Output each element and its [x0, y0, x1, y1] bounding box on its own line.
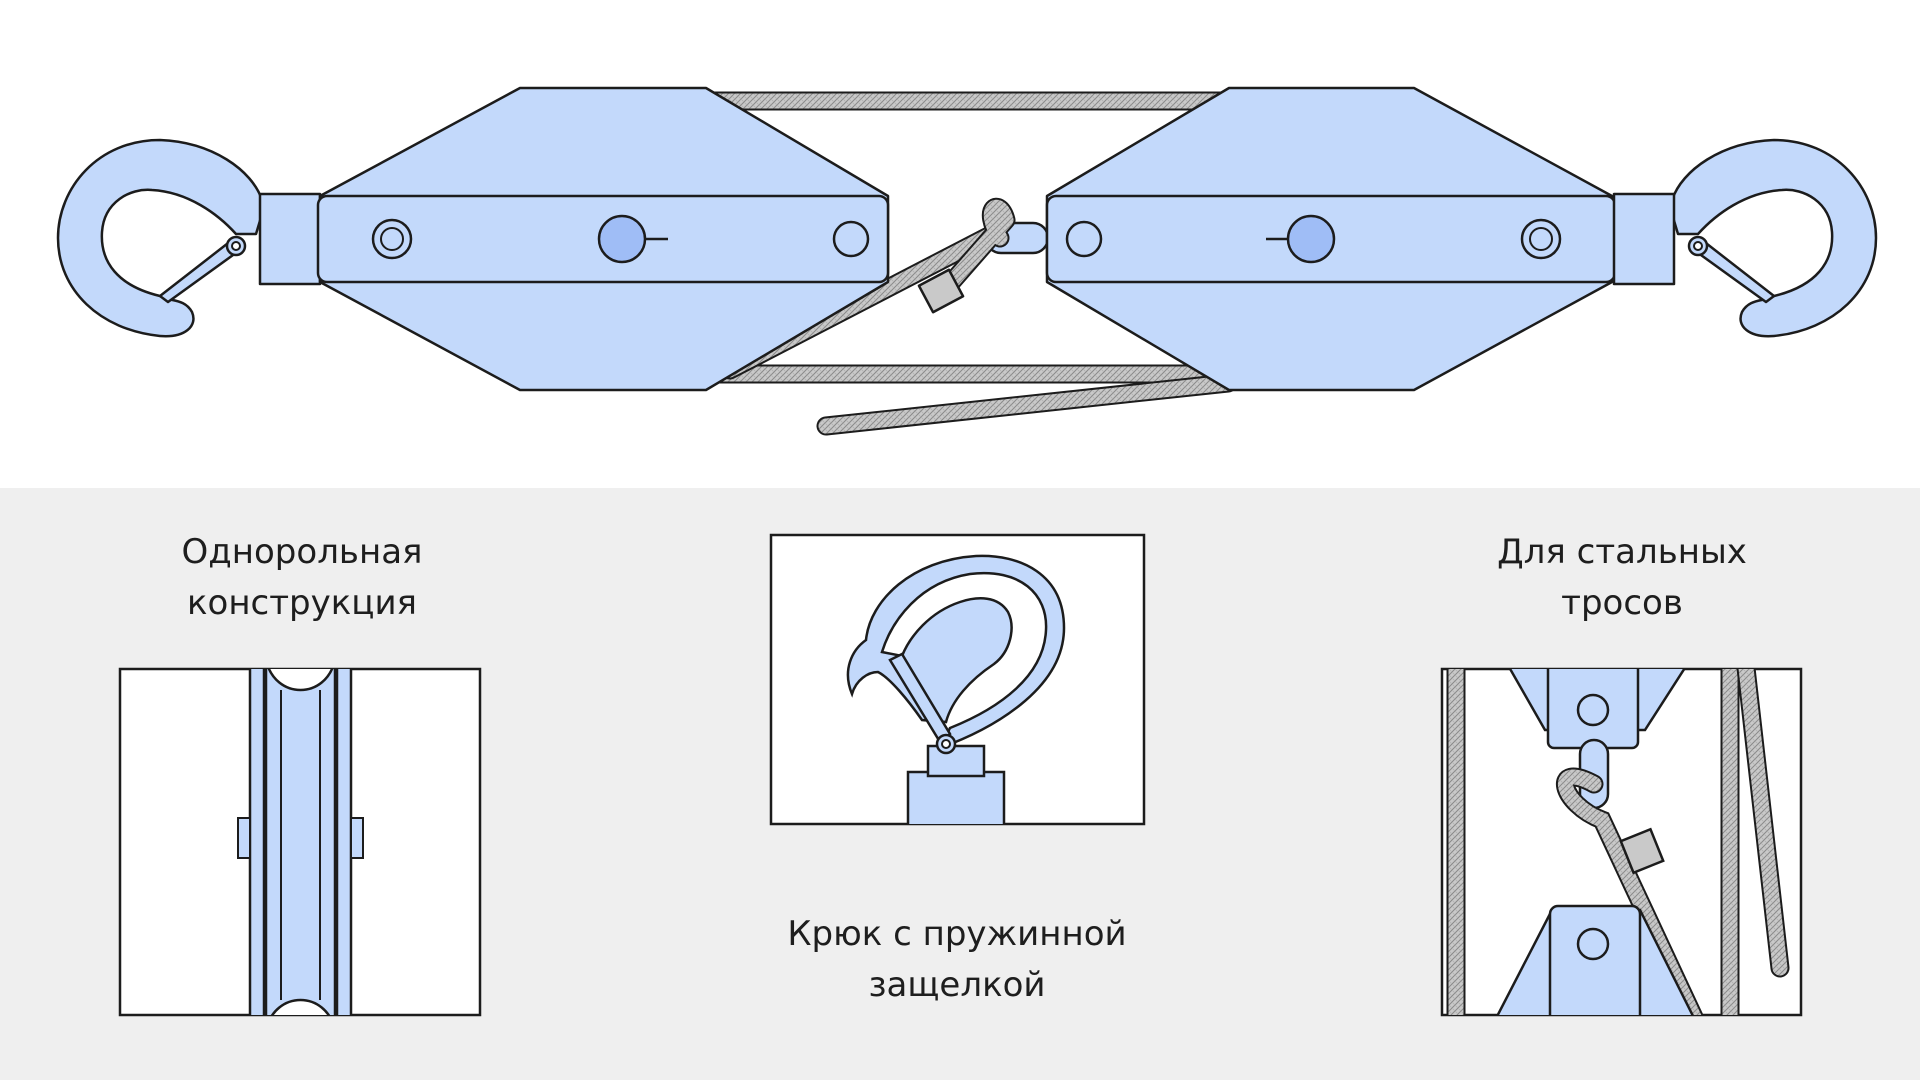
- left-block-axle: [597, 214, 647, 264]
- hook-latch: [888, 652, 952, 744]
- right-hook-group: [1612, 138, 1878, 338]
- right-block-axle: [1286, 214, 1336, 264]
- main-tackle: [56, 86, 1878, 436]
- axle-nut-right: [350, 817, 364, 859]
- sheave: [264, 669, 337, 1015]
- side-plate-left: [248, 669, 266, 1015]
- left-hook-icon: [56, 138, 264, 338]
- right-hook-shank: [1612, 192, 1676, 286]
- axle-nut-left: [237, 817, 251, 859]
- inset-steel-ropes: [1440, 667, 1803, 1017]
- spring-hook-icon: [846, 554, 1066, 751]
- ferrule-detail: [1619, 827, 1665, 875]
- inset-spring-hook: [769, 533, 1146, 826]
- left-hook-shank: [258, 192, 322, 286]
- rope-ferrule: [917, 268, 965, 314]
- right-block-pin: [1065, 220, 1103, 258]
- left-block-pin: [832, 220, 870, 258]
- hook-shank: [906, 770, 1006, 824]
- side-plate-right: [335, 669, 353, 1015]
- right-hook-icon: [1670, 138, 1878, 338]
- inset-single-roller: [118, 667, 482, 1017]
